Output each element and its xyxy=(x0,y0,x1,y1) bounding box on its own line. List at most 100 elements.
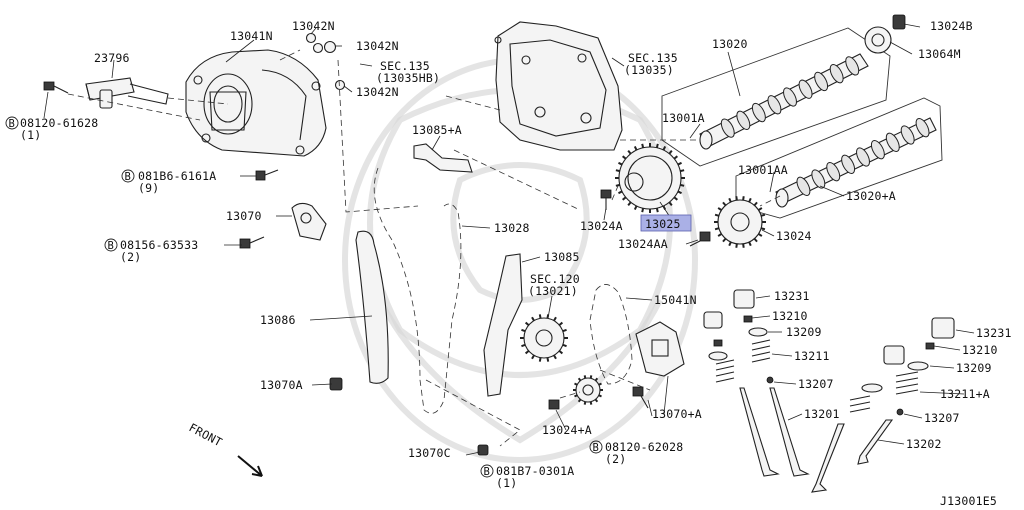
sprocket-tooth xyxy=(757,233,763,237)
label-13041N: 13041N xyxy=(230,29,273,43)
label-23796: 23796 xyxy=(94,51,130,65)
front-arrow-icon xyxy=(237,455,263,477)
svg-text:B: B xyxy=(484,466,490,478)
label-13020: 13020 xyxy=(712,37,748,51)
sprocket-tooth xyxy=(598,382,602,386)
sprocket-tooth xyxy=(589,401,593,405)
svg-text:B: B xyxy=(9,118,15,130)
label-sec135-sub: (13035) xyxy=(624,63,674,77)
cam-lobe xyxy=(736,110,751,130)
svg-text:(2): (2) xyxy=(120,250,141,264)
label-13024AA: 13024AA xyxy=(618,237,668,251)
label-13070-plusA: 13070+A xyxy=(652,407,702,421)
cam-lobe xyxy=(900,125,915,145)
sprocket-tooth xyxy=(553,316,557,322)
sprocket-tooth xyxy=(717,207,723,211)
sprocket-tooth xyxy=(633,205,638,210)
sprocket-tooth xyxy=(748,241,752,247)
sprocket-tooth xyxy=(524,350,530,355)
front-cover-13041N xyxy=(185,49,327,157)
svg-text:(1): (1) xyxy=(496,476,517,490)
sprocket-tooth xyxy=(574,394,578,398)
sprocket-tooth xyxy=(673,196,678,201)
tension-guide-13085 xyxy=(483,253,523,397)
cam-lobe xyxy=(885,132,900,152)
sprocket-tooth xyxy=(577,377,582,382)
crank-sprocket-sec120 xyxy=(520,314,568,362)
svg-text:B: B xyxy=(125,171,131,183)
cam-lobe xyxy=(783,87,797,107)
svg-text:081B7-0301A: 081B7-0301A xyxy=(496,464,574,478)
sprocket-tooth xyxy=(574,382,578,386)
sprocket-tooth xyxy=(668,201,673,206)
label-13042N-low: 13042N xyxy=(356,85,399,99)
bolt-13024A xyxy=(600,189,612,210)
cam-bracket-sec135 xyxy=(494,21,623,151)
cam-lobe xyxy=(856,147,870,167)
sprocket-tooth xyxy=(615,169,620,173)
sprocket-tooth xyxy=(577,398,582,403)
sprocket-tooth xyxy=(677,161,682,166)
label-13024B: 13024B xyxy=(930,19,973,33)
sprocket-tooth xyxy=(668,150,673,155)
bolt-13070C xyxy=(477,444,489,456)
sprocket-tooth xyxy=(728,241,732,247)
sprocket-tooth xyxy=(558,321,564,326)
svg-text:(1): (1) xyxy=(20,128,41,142)
label-13086: 13086 xyxy=(260,313,296,327)
label-sec135-hb: SEC.135 xyxy=(380,59,430,73)
sprocket-13064M xyxy=(864,26,892,54)
cam-lobe xyxy=(826,162,841,182)
sprocket-tooth xyxy=(641,143,645,148)
part-labels: 13041N 13042N 13042N 13042N 23796 B 0812… xyxy=(5,19,1011,490)
sprocket-tooth xyxy=(722,237,727,243)
front-direction-indicator: FRONT xyxy=(187,420,263,477)
sprocket-tooth xyxy=(735,196,738,201)
sprocket-tooth xyxy=(531,316,535,322)
bolt-08120-62028 xyxy=(632,386,649,409)
slack-guide-13086 xyxy=(355,230,389,384)
svg-text:08120-62028: 08120-62028 xyxy=(605,440,683,454)
sprocket-tooth xyxy=(538,314,542,319)
sprocket-tooth xyxy=(757,207,763,211)
sprocket-tooth xyxy=(717,233,723,237)
dashed-guides xyxy=(67,49,781,447)
label-13070C: 13070C xyxy=(408,446,451,460)
diagram-code: J13001E5 xyxy=(940,494,997,508)
sprocket-tooth xyxy=(583,401,587,405)
svg-text:08120-61628: 08120-61628 xyxy=(20,116,98,130)
sprocket-tooth xyxy=(753,201,758,207)
label-13209-left: 13209 xyxy=(786,325,822,339)
label-13209-right: 13209 xyxy=(956,361,992,375)
label-13231-left: 13231 xyxy=(774,289,810,303)
bolt-label-08156-63533: B 08156-63533 (2) xyxy=(104,238,198,264)
label-13042N-mid: 13042N xyxy=(356,39,399,53)
label-13210-left: 13210 xyxy=(772,309,808,323)
label-13001A: 13001A xyxy=(662,111,705,125)
cam-lobe xyxy=(767,95,782,115)
label-sec135: SEC.135 xyxy=(628,51,678,65)
sprocket-13024 xyxy=(714,196,766,248)
sprocket-tooth xyxy=(742,243,745,248)
sprocket-tooth xyxy=(742,196,745,201)
label-sec135-hb-sub: (13035HB) xyxy=(376,71,440,85)
label-13211: 13211 xyxy=(794,349,830,363)
sprocket-tooth xyxy=(753,237,758,243)
sprocket-tooth xyxy=(641,208,645,213)
svg-text:B: B xyxy=(108,240,114,252)
bolt-13024AA xyxy=(689,231,711,247)
cam-lobe xyxy=(751,102,766,123)
label-13207-right: 13207 xyxy=(924,411,960,425)
bolt-label-081B6-6161A: B 081B6-6161A (9) xyxy=(121,169,216,195)
sprocket-tooth xyxy=(589,375,593,379)
sprocket-tooth xyxy=(583,375,587,379)
bolt-label-08120-62028: B 08120-62028 (2) xyxy=(589,440,683,466)
sprocket-tooth xyxy=(562,343,567,348)
sprocket-tooth xyxy=(538,357,542,362)
label-sec120-sub: (13021) xyxy=(528,284,578,298)
label-13070A: 13070A xyxy=(260,378,303,392)
gear-13024-plusA xyxy=(573,375,603,405)
svg-text:081B6-6161A: 081B6-6161A xyxy=(138,169,216,183)
sprocket-tooth xyxy=(618,190,623,195)
